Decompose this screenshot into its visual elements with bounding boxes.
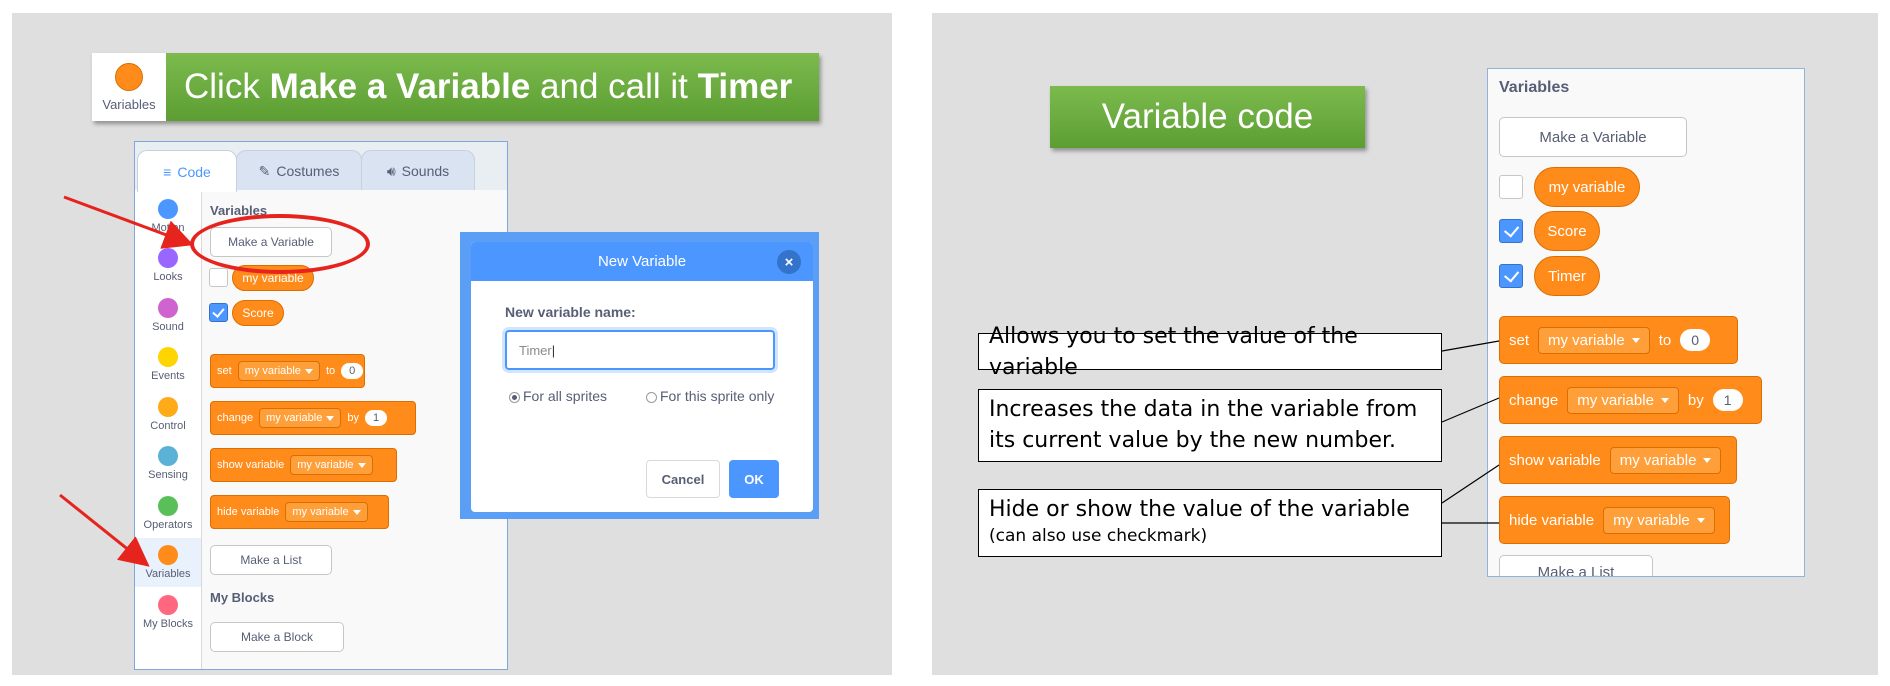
callout-set: Allows you to set the value of the varia… xyxy=(978,324,1442,380)
for-all-sprites-radio[interactable] xyxy=(509,392,520,403)
dropdown-arrow-icon xyxy=(304,368,313,374)
value-input[interactable]: 1 xyxy=(364,410,388,426)
variable-name-label: New variable name: xyxy=(505,304,636,320)
my-blocks-heading: My Blocks xyxy=(210,590,275,605)
score-reporter[interactable]: Score xyxy=(1534,211,1600,251)
connector-change xyxy=(1441,397,1500,423)
my-variable-reporter[interactable]: my variable xyxy=(1534,167,1640,207)
category-operators[interactable]: Operators xyxy=(135,489,201,538)
looks-dot-icon xyxy=(158,248,178,268)
variable-dropdown[interactable]: my variable xyxy=(237,361,320,381)
tab-sounds[interactable]: 🔊︎ Sounds xyxy=(361,150,475,191)
variables-dot-icon xyxy=(115,62,143,91)
cancel-button[interactable]: Cancel xyxy=(646,460,720,498)
text-cursor: | xyxy=(551,342,556,358)
timer-reporter[interactable]: Timer xyxy=(1534,256,1600,296)
connector-show xyxy=(1441,464,1500,504)
category-sound[interactable]: Sound xyxy=(135,291,201,340)
tab-code[interactable]: ≡ Code xyxy=(137,150,237,192)
show-variable-block[interactable]: show variable my variable xyxy=(1499,436,1737,484)
change-variable-block[interactable]: change my variable by 1 xyxy=(1499,376,1762,424)
my-variable-checkbox[interactable] xyxy=(1499,175,1523,199)
timer-checkbox[interactable] xyxy=(1499,264,1523,288)
variables-category-tile: Variables xyxy=(92,53,166,121)
change-variable-block[interactable]: change my variable by 1 xyxy=(210,401,416,435)
speaker-icon: 🔊︎ xyxy=(386,162,396,179)
operators-dot-icon xyxy=(158,496,178,516)
dropdown-arrow-icon xyxy=(326,415,335,421)
connector-set xyxy=(1441,340,1500,352)
dropdown-arrow-icon xyxy=(357,462,366,468)
variables-dot-icon xyxy=(158,545,178,565)
brush-icon: ✎ xyxy=(258,162,271,179)
variable-dropdown[interactable]: my variable xyxy=(290,455,373,475)
make-block-button[interactable]: Make a Block xyxy=(210,622,344,652)
variable-dropdown[interactable]: my variable xyxy=(259,408,342,428)
callout-change: Increases the data in the variable from … xyxy=(978,389,1442,462)
dialog-title: New Variable xyxy=(471,242,813,281)
for-this-sprite-radio[interactable] xyxy=(646,392,657,403)
events-dot-icon xyxy=(158,347,178,367)
for-all-sprites-label: For all sprites xyxy=(523,388,608,404)
score-reporter[interactable]: Score xyxy=(232,300,284,326)
show-variable-block[interactable]: show variable my variable xyxy=(210,448,397,482)
variable-dropdown[interactable]: my variable xyxy=(1538,326,1650,354)
ok-button[interactable]: OK xyxy=(729,460,779,498)
category-looks[interactable]: Looks xyxy=(135,241,201,290)
instruction-text: Click Make a Variable and call it Timer xyxy=(166,53,819,121)
close-icon[interactable]: × xyxy=(777,250,801,274)
my-blocks-dot-icon xyxy=(158,595,178,615)
my-variable-checkbox[interactable] xyxy=(209,268,228,287)
dropdown-arrow-icon xyxy=(1660,397,1669,403)
value-input[interactable]: 1 xyxy=(1712,389,1743,411)
category-sensing[interactable]: Sensing xyxy=(135,439,201,488)
variable-dropdown[interactable]: my variable xyxy=(285,502,368,522)
callout-hide-show-sub: (can also use checkmark) xyxy=(989,526,1208,546)
sound-dot-icon xyxy=(158,298,178,318)
category-my-blocks[interactable]: My Blocks xyxy=(135,588,201,637)
variable-dropdown[interactable]: my variable xyxy=(1603,506,1715,534)
tab-costumes[interactable]: ✎ Costumes xyxy=(236,150,362,191)
dropdown-arrow-icon xyxy=(352,509,361,515)
value-input[interactable]: 0 xyxy=(341,363,364,379)
hide-variable-block[interactable]: hide variable my variable xyxy=(210,495,389,529)
code-icon: ≡ xyxy=(163,163,172,180)
dropdown-arrow-icon xyxy=(1696,517,1705,523)
set-variable-block[interactable]: set my variable to 0 xyxy=(210,354,365,388)
variables-tile-label: Variables xyxy=(102,96,156,112)
arrow-to-variables-category xyxy=(59,493,150,567)
control-dot-icon xyxy=(158,397,178,417)
new-variable-dialog: New Variable × New variable name: Timer|… xyxy=(471,242,813,512)
variables-heading: Variables xyxy=(1499,79,1570,96)
instruction-banner: Variables Click Make a Variable and call… xyxy=(92,53,819,121)
annotation-arrows xyxy=(59,195,194,567)
category-control[interactable]: Control xyxy=(135,390,201,439)
sensing-dot-icon xyxy=(158,446,178,466)
for-this-sprite-label: For this sprite only xyxy=(660,388,775,404)
variables-palette-zoom: Variables Make a Variable my variable Sc… xyxy=(1487,68,1805,577)
category-events[interactable]: Events xyxy=(135,340,201,389)
make-list-button[interactable]: Make a List xyxy=(1499,555,1653,576)
value-input[interactable]: 0 xyxy=(1680,329,1711,351)
dropdown-arrow-icon xyxy=(1703,457,1712,463)
hide-variable-block[interactable]: hide variable my variable xyxy=(1499,496,1730,544)
score-checkbox[interactable] xyxy=(1499,219,1523,243)
category-menu: Motion Looks Sound Events Control Sensin… xyxy=(135,190,202,669)
make-variable-button[interactable]: Make a Variable xyxy=(1499,117,1687,157)
dropdown-arrow-icon xyxy=(1631,337,1640,343)
arrow-to-make-variable xyxy=(63,195,194,249)
callout-hide-show: Hide or show the value of the variable (… xyxy=(978,489,1442,557)
set-variable-block[interactable]: set my variable to 0 xyxy=(1499,316,1738,364)
score-checkbox[interactable] xyxy=(209,303,228,322)
variables-heading: Variables xyxy=(210,203,268,218)
variable-dropdown[interactable]: my variable xyxy=(1567,386,1679,414)
variable-dropdown[interactable]: my variable xyxy=(1609,446,1722,474)
callout-hide-show-main: Hide or show the value of the variable xyxy=(989,497,1410,522)
variable-code-banner: Variable code xyxy=(1050,86,1365,148)
motion-dot-icon xyxy=(158,199,178,219)
variable-name-input[interactable]: Timer| xyxy=(505,330,775,370)
make-list-button[interactable]: Make a List xyxy=(210,545,332,575)
